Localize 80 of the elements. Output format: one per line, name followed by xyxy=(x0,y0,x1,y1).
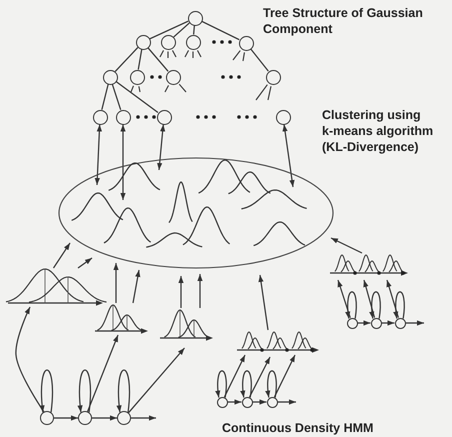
gaussian-mixture-plot xyxy=(237,330,319,352)
tree-node-circle xyxy=(130,70,144,84)
connector-line xyxy=(250,48,269,72)
state-circle xyxy=(40,411,54,425)
arrow xyxy=(128,348,185,414)
arrow xyxy=(382,320,394,326)
arrow xyxy=(197,274,203,308)
tree-node-circle xyxy=(160,34,176,50)
tree-node-circle xyxy=(186,34,200,50)
caption-text: Clustering using k-means algorithm (KL-Divergence) xyxy=(322,107,434,155)
self-loop-arrow xyxy=(116,370,130,412)
self-loop-arrow xyxy=(240,370,252,398)
arrow xyxy=(15,306,44,412)
state-circle xyxy=(216,396,228,408)
connector-line xyxy=(147,47,169,72)
tree-node-circle xyxy=(266,70,280,84)
connector-line xyxy=(193,25,195,35)
arrow xyxy=(363,280,376,318)
arrow xyxy=(358,320,370,326)
arrow xyxy=(132,270,140,304)
state-circle xyxy=(78,411,92,425)
arrow xyxy=(258,274,269,330)
arrow xyxy=(87,334,119,412)
state-circle xyxy=(370,318,382,328)
self-loop-arrow xyxy=(369,291,381,319)
tree-node-circle xyxy=(238,36,254,50)
arrow xyxy=(228,399,242,405)
caption-text: Tree Structure of Gaussian Component xyxy=(263,5,423,37)
state-circle xyxy=(242,396,252,408)
arrow xyxy=(330,237,362,254)
tree-node-circle xyxy=(116,110,130,124)
tree-node-circle xyxy=(136,34,150,50)
connector-line xyxy=(201,20,240,40)
connector-line xyxy=(116,80,158,114)
arrow xyxy=(337,280,351,318)
tree-node-circle xyxy=(276,110,290,124)
arrow xyxy=(278,399,296,405)
arrow xyxy=(252,399,266,405)
arrow xyxy=(113,263,119,303)
arrow xyxy=(94,124,102,186)
arrow xyxy=(54,415,78,421)
gaussian-mixture-plot xyxy=(330,253,408,275)
tree-node-circle xyxy=(156,110,172,124)
arrow xyxy=(78,258,92,268)
state-circle xyxy=(117,411,131,425)
connector-line xyxy=(150,20,188,40)
gaussian-mixture-plot xyxy=(95,303,148,333)
arrow xyxy=(53,242,70,268)
arrow xyxy=(282,124,295,188)
arrow xyxy=(120,124,126,200)
connector-line xyxy=(138,49,142,70)
arrow xyxy=(406,320,424,326)
connector-line xyxy=(114,47,138,72)
self-loop-arrow xyxy=(265,370,277,398)
connector-line xyxy=(101,84,109,110)
state-circle xyxy=(266,396,278,408)
arrow xyxy=(92,415,117,421)
tree-node-circle xyxy=(92,110,108,124)
connector-line xyxy=(112,84,122,110)
state-circle xyxy=(346,318,358,328)
arrow xyxy=(248,356,271,398)
arrow xyxy=(386,280,399,318)
caption-text: Continuous Density HMM xyxy=(222,420,374,436)
tree-node-circle xyxy=(102,70,118,84)
tree-node-circle xyxy=(188,10,202,26)
self-loop-arrow xyxy=(78,370,92,412)
gaussian-mixture-plot xyxy=(160,308,213,340)
gaussian-cluster-drawing xyxy=(58,157,334,269)
state-circle xyxy=(394,318,406,328)
self-loop-arrow xyxy=(345,291,357,319)
arrow xyxy=(274,354,296,398)
arrow xyxy=(157,124,166,170)
arrow xyxy=(178,276,184,308)
self-loop-arrow xyxy=(40,370,54,412)
tree-node-circle xyxy=(166,70,180,84)
connector-line xyxy=(173,22,190,38)
self-loop-arrow xyxy=(393,291,405,319)
arrow xyxy=(131,415,156,421)
arrow xyxy=(224,354,246,398)
self-loop-arrow xyxy=(215,370,227,398)
